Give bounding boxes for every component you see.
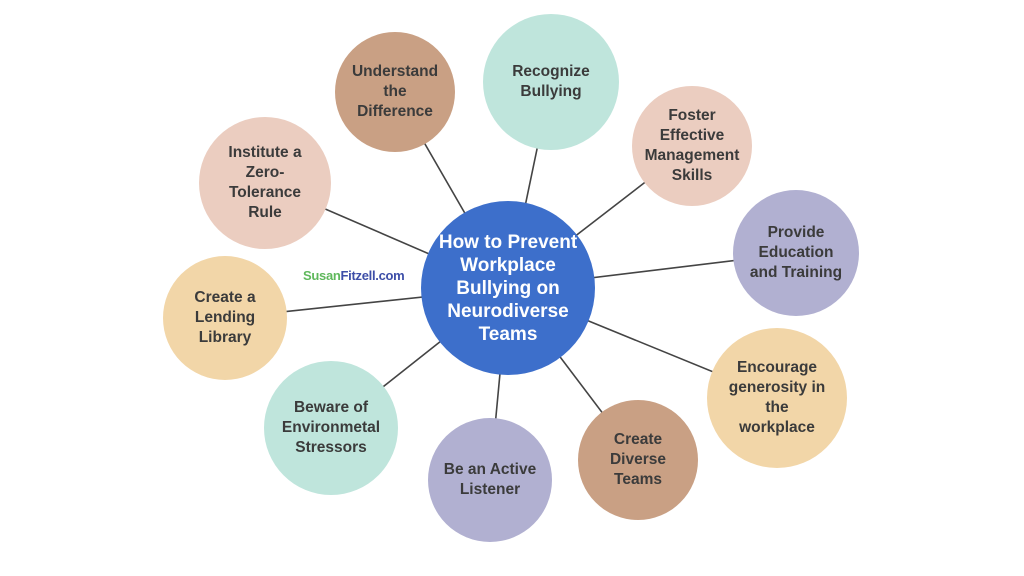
node-label-line: and Training [749, 264, 843, 281]
node-label-line: Diverse [609, 451, 666, 468]
node-label-line: Education [758, 244, 834, 261]
node-label-line: the [765, 399, 789, 416]
node-label-line: Provide [767, 224, 825, 241]
node-label-line: Library [198, 329, 252, 346]
susanfitzell-logo: SusanFitzell.com [303, 268, 405, 283]
center-label-line: Bullying on [456, 277, 560, 299]
node-label-line: Management [644, 147, 740, 164]
node-label-line: Tolerance [228, 184, 302, 201]
node-label-line: the [383, 83, 407, 100]
center-label-line: Neurodiverse [447, 300, 569, 322]
center-label-line: How to Prevent [438, 231, 578, 253]
node-label-line: Zero- [245, 164, 285, 181]
node-label-line: Stressors [295, 439, 367, 456]
node-label-line: Lending [194, 309, 256, 326]
logo-part1: Susan [303, 268, 341, 283]
node-label-line: Environmetal [281, 419, 381, 436]
node-label-line: Rule [248, 204, 282, 221]
center-label-line: Workplace [460, 254, 556, 276]
node-label-line: Institute a [228, 144, 302, 161]
node-label-line: Create a [194, 289, 256, 306]
node-label-line: generosity in [728, 379, 826, 396]
node-label-line: workplace [739, 419, 815, 436]
node-label-line: Create [613, 431, 663, 448]
node-label-line: Listener [459, 481, 521, 498]
logo-part2: Fitzell.com [340, 268, 405, 283]
node-label-line: Beware of [293, 399, 369, 416]
node-label-line: Be an Active [443, 461, 537, 478]
node-label-line: Bullying [520, 83, 582, 100]
node-label-line: Foster [668, 107, 716, 124]
node-label-line: Skills [671, 167, 713, 184]
node-label-line: Teams [614, 471, 662, 488]
node-label-line: Understand [351, 63, 439, 80]
node-label-line: Difference [357, 103, 433, 120]
node-label-line: Recognize [512, 63, 590, 80]
node-encourage-generosity: Encourage generosity in the workplace [707, 328, 847, 468]
center-label-line: Teams [478, 323, 538, 345]
node-label-line: Effective [659, 127, 725, 144]
node-label-line: Encourage [736, 359, 818, 376]
